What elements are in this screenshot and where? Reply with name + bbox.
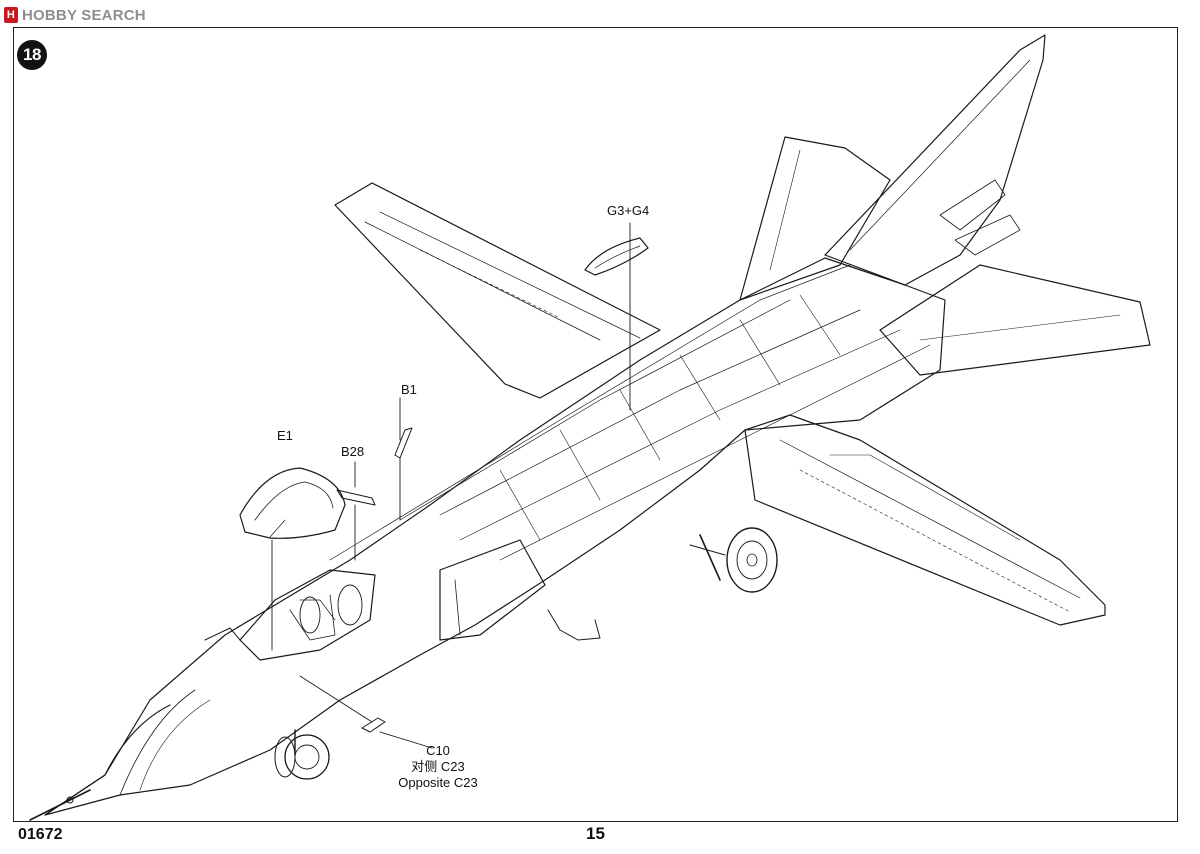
main-gear-strut xyxy=(699,534,721,581)
part-c10 xyxy=(361,717,386,733)
label-b28: B28 xyxy=(341,444,365,459)
cockpit-opening xyxy=(239,569,376,661)
pitot-probe xyxy=(29,789,91,821)
fuselage xyxy=(44,257,946,816)
label-c23-en: Opposite C23 xyxy=(398,775,478,790)
watermark-logo-icon: H xyxy=(4,7,18,23)
page-number: 15 xyxy=(586,824,605,843)
port-stabilizer xyxy=(739,136,891,301)
assembly-leader-lines xyxy=(271,222,631,749)
step-number-badge: 18 xyxy=(17,40,47,70)
label-c23-cn: 对侧 C23 xyxy=(411,759,465,774)
label-g3g4: G3+G4 xyxy=(607,203,650,218)
vertical-fin xyxy=(824,34,1046,286)
label-c10-group: C10 对侧 C23 Opposite C23 xyxy=(382,743,494,791)
part-g3g4 xyxy=(584,237,649,276)
starboard-stabilizer xyxy=(879,264,1151,376)
watermark-text: HOBBY SEARCH xyxy=(22,6,146,24)
part-b28 xyxy=(336,489,376,506)
instruction-frame xyxy=(13,27,1178,822)
port-wing xyxy=(334,182,661,399)
starboard-wing xyxy=(744,414,1106,626)
air-intake xyxy=(439,539,546,641)
canopy-e1 xyxy=(239,467,346,539)
kit-number: 01672 xyxy=(18,826,63,843)
part-b1 xyxy=(394,427,413,459)
watermark: H HOBBY SEARCH xyxy=(4,4,146,26)
nose-radome xyxy=(44,704,171,816)
nose-gear-wheel xyxy=(284,734,330,780)
label-e1: E1 xyxy=(277,428,293,443)
main-gear-wheel xyxy=(726,527,778,593)
label-c10: C10 xyxy=(426,743,450,758)
label-b1: B1 xyxy=(401,382,417,397)
